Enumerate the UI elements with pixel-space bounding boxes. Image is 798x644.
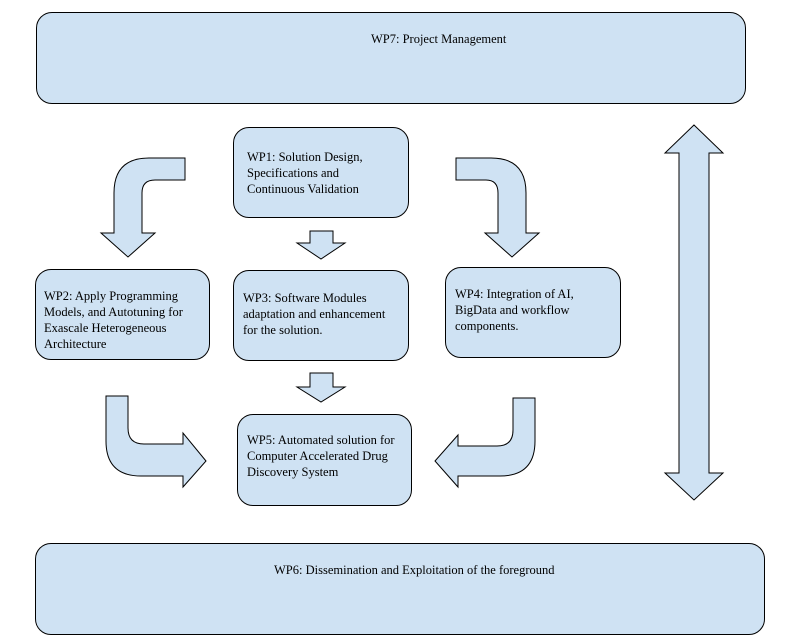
down-arrow-wp3-to-wp5 [295,372,347,403]
wp6-label: WP6: Dissemination and Exploitation of t… [274,563,555,577]
wp4-label: WP4: Integration of AI, BigData and work… [455,287,574,333]
bent-arrow-wp1-to-wp2 [99,157,186,258]
bent-arrow-wp4-to-wp5 [434,397,536,489]
down-arrow-wp1-to-wp3 [295,230,347,260]
wp7-label: WP7: Project Management [371,32,507,46]
wp3-box: WP3: Software Modules adaptation and enh… [233,270,409,361]
wp5-label: WP5: Automated solution for Computer Acc… [247,433,395,479]
wp1-label: WP1: Solution Design, Specifications and… [247,150,363,196]
wp2-box: WP2: Apply Programming Models, and Autot… [35,269,210,360]
wp7-box: WP7: Project Management [36,12,746,104]
wp3-label: WP3: Software Modules adaptation and enh… [243,291,386,337]
bent-arrow-wp2-to-wp5 [105,395,207,489]
wp6-box: WP6: Dissemination and Exploitation of t… [35,543,765,635]
wp2-label: WP2: Apply Programming Models, and Autot… [44,289,183,351]
wp1-box: WP1: Solution Design, Specifications and… [233,127,409,218]
wp4-box: WP4: Integration of AI, BigData and work… [445,267,621,358]
wp5-box: WP5: Automated solution for Computer Acc… [237,414,412,506]
bent-arrow-wp1-to-wp4 [455,157,541,258]
double-arrow-wp7-wp6 [663,124,725,501]
